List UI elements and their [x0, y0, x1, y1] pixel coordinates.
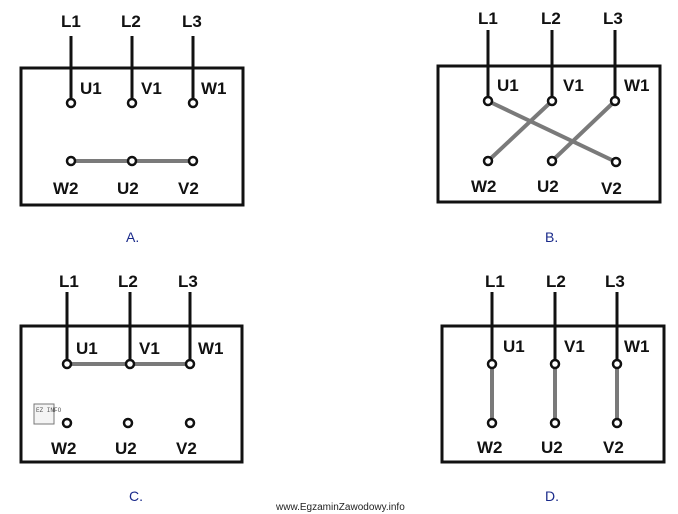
panel-caption: C. — [129, 488, 143, 504]
ez-info-logo: EZ INFO — [33, 403, 62, 425]
terminal-dot-w2 — [61, 417, 73, 429]
terminal-label-v1: V1 — [564, 337, 585, 356]
terminal-label-u1: U1 — [76, 339, 98, 358]
terminal-dot-w1 — [184, 358, 196, 370]
terminal-dot-v2 — [610, 156, 622, 168]
terminal-label-u2: U2 — [117, 179, 139, 198]
panel-caption: A. — [126, 229, 139, 245]
terminal-label-v1: V1 — [563, 76, 584, 95]
line-label-l3: L3 — [605, 272, 625, 291]
terminal-dot-v2 — [184, 417, 196, 429]
line-label-l2: L2 — [541, 9, 561, 28]
terminal-label-v2: V2 — [603, 438, 624, 457]
terminal-dot-v2 — [611, 417, 623, 429]
terminal-dot-u1 — [61, 358, 73, 370]
terminal-label-w1: W1 — [198, 339, 224, 358]
panel-c: L1 L2 L3 U1 V1 W1 W2 U2 V2 EZ INFO C. — [19, 272, 244, 504]
line-label-l3: L3 — [603, 9, 623, 28]
terminal-dot-u2 — [126, 155, 138, 167]
terminal-label-w2: W2 — [471, 177, 497, 196]
terminal-dot-w2 — [65, 155, 77, 167]
terminal-label-w1: W1 — [201, 79, 227, 98]
terminal-label-w2: W2 — [51, 439, 77, 458]
panel-caption: D. — [545, 488, 559, 504]
terminal-label-u2: U2 — [115, 439, 137, 458]
terminal-dot-u1 — [65, 97, 77, 109]
terminal-label-u1: U1 — [80, 79, 102, 98]
terminal-dot-v1 — [124, 358, 136, 370]
terminal-label-w2: W2 — [477, 438, 503, 457]
terminal-dot-v1 — [546, 95, 558, 107]
terminal-label-w1: W1 — [624, 337, 650, 356]
terminal-label-v2: V2 — [178, 179, 199, 198]
cross-wire-u1-v2 — [486, 99, 618, 164]
terminal-dot-v1 — [549, 358, 561, 370]
line-label-l1: L1 — [61, 12, 81, 31]
terminal-dot-v2 — [187, 155, 199, 167]
terminal-label-u2: U2 — [537, 177, 559, 196]
terminal-box — [436, 64, 662, 204]
terminal-label-u1: U1 — [497, 76, 519, 95]
terminal-dot-w2 — [486, 417, 498, 429]
line-label-l2: L2 — [118, 272, 138, 291]
terminal-dot-u1 — [482, 95, 494, 107]
cross-wire-w1-u2 — [550, 99, 617, 163]
terminal-dot-w1 — [187, 97, 199, 109]
line-label-l2: L2 — [121, 12, 141, 31]
terminal-dot-v1 — [126, 97, 138, 109]
terminal-dot-w1 — [611, 358, 623, 370]
line-label-l2: L2 — [546, 272, 566, 291]
footer-url: www.EgzaminZawodowy.info — [275, 502, 405, 513]
terminal-dot-u2 — [549, 417, 561, 429]
terminal-dot-u2 — [546, 155, 558, 167]
line-label-l1: L1 — [59, 272, 79, 291]
line-label-l1: L1 — [485, 272, 505, 291]
terminal-label-v2: V2 — [176, 439, 197, 458]
panel-a: L1 L2 L3 U1 V1 W1 W2 U2 V2 A. — [19, 12, 245, 245]
line-label-l3: L3 — [182, 12, 202, 31]
line-label-l3: L3 — [178, 272, 198, 291]
panel-d: L1 L2 L3 U1 V1 W1 W2 U2 V2 D. — [440, 272, 666, 504]
panel-caption: B. — [545, 229, 558, 245]
terminal-dot-u1 — [486, 358, 498, 370]
terminal-label-w2: W2 — [53, 179, 79, 198]
terminal-label-w1: W1 — [624, 76, 650, 95]
cross-wire-v1-w2 — [486, 99, 554, 163]
terminal-label-u2: U2 — [541, 438, 563, 457]
terminal-label-v1: V1 — [141, 79, 162, 98]
terminal-dot-u2 — [122, 417, 134, 429]
logo-frame — [33, 403, 55, 425]
panel-b: L1 L2 L3 U1 V1 W1 W2 U2 V2 B. — [436, 9, 662, 245]
terminal-box — [440, 324, 666, 464]
logo-text: EZ INFO — [36, 407, 62, 414]
terminal-dot-w1 — [609, 95, 621, 107]
terminal-label-v2: V2 — [601, 179, 622, 198]
terminal-label-u1: U1 — [503, 337, 525, 356]
terminal-dot-w2 — [482, 155, 494, 167]
line-label-l1: L1 — [478, 9, 498, 28]
terminal-label-v1: V1 — [139, 339, 160, 358]
